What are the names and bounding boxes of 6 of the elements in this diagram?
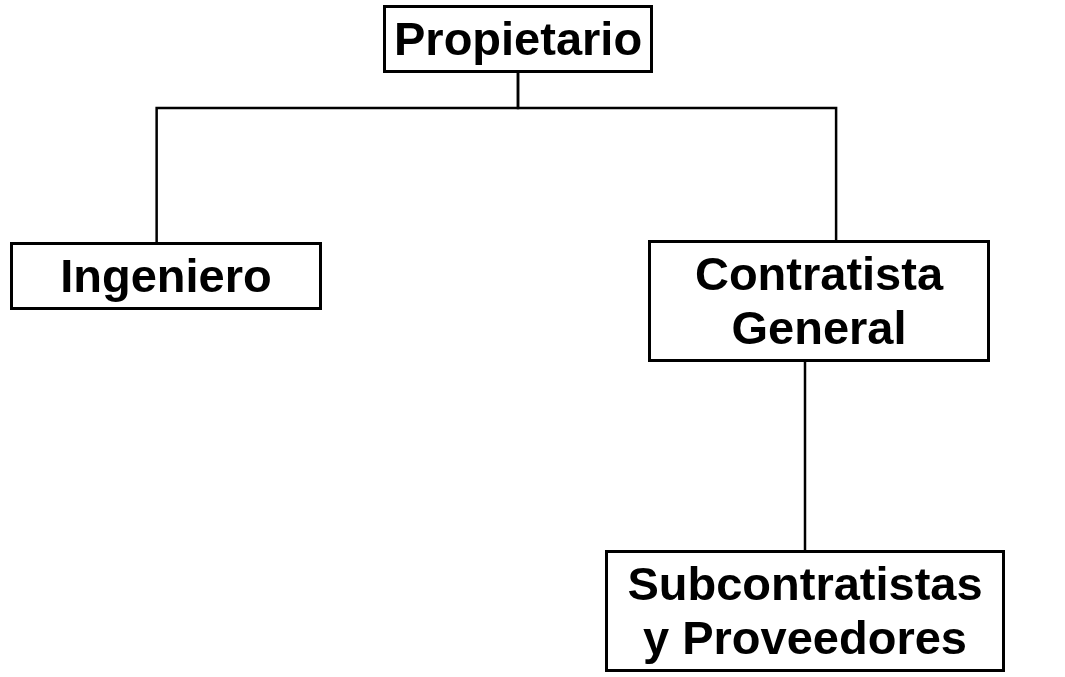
org-box: Propietario [383, 5, 653, 73]
connector-line [516, 73, 838, 240]
connector-line [803, 362, 807, 550]
org-box: Subcontratistas y Proveedores [605, 550, 1005, 672]
org-box: Ingeniero [10, 242, 322, 310]
org-box: Contratista General [648, 240, 990, 362]
